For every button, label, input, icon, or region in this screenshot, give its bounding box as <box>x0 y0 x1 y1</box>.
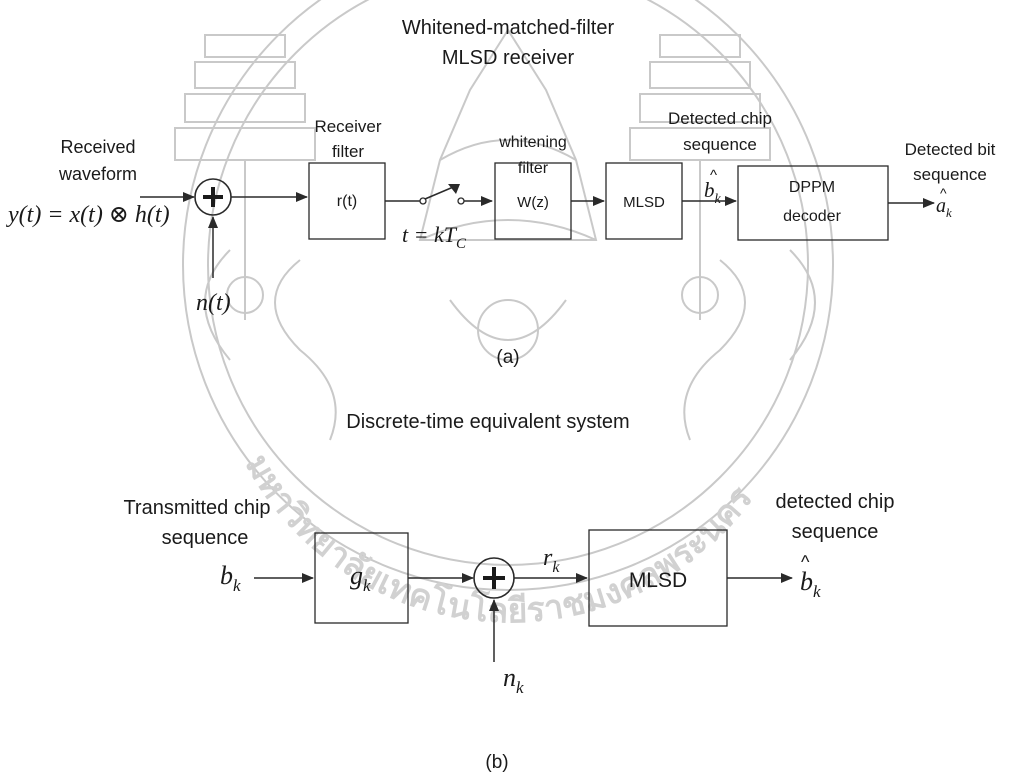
part-b-diagram: Discrete-time equivalent system Transmit… <box>123 411 894 773</box>
noise-label-b: nk <box>503 663 524 697</box>
dppm-decoder-label-line1: DPPM <box>789 179 835 196</box>
received-waveform-label-line1: Received <box>60 137 135 157</box>
mlsd-box-a-label: MLSD <box>623 194 665 211</box>
transmitted-chip-label-line1: Transmitted chip <box>123 497 270 519</box>
dppm-decoder-box <box>738 166 888 240</box>
detected-chip-b-label-line2: sequence <box>792 521 879 543</box>
output-chip-symbol: bk <box>800 567 821 601</box>
receiver-filter-label-line1: Receiver <box>314 117 381 136</box>
sampler-switch <box>385 184 492 204</box>
part-a-title-line1: Whitened-matched-filter <box>402 17 615 39</box>
noise-label-a: n(t) <box>196 290 231 316</box>
whitening-filter-label-line1: whitening <box>498 134 567 151</box>
detected-chip-label-line2: sequence <box>683 135 757 154</box>
receiver-filter-label-line2: filter <box>332 142 364 161</box>
detected-bit-symbol: ak <box>936 195 952 220</box>
university-seal-watermark: มหาวิทยาลัยเทคโนโลยีราชมงคลพระนคร <box>175 0 833 631</box>
caption-a: (a) <box>496 347 519 368</box>
input-chip-symbol: bk <box>220 561 241 595</box>
caption-b: (b) <box>485 752 508 773</box>
part-a-title-line2: MLSD receiver <box>442 47 575 69</box>
mlsd-box-b-label: MLSD <box>629 569 687 592</box>
received-sample-symbol: rk <box>543 545 560 576</box>
whitening-filter-box-label: W(z) <box>517 194 549 211</box>
received-waveform-label-line2: waveform <box>58 164 137 184</box>
transmitted-chip-label-line2: sequence <box>162 527 249 549</box>
detected-chip-label-line1: Detected chip <box>668 109 772 128</box>
part-b-title: Discrete-time equivalent system <box>346 411 629 433</box>
detected-bit-label-line2: sequence <box>913 165 987 184</box>
detected-chip-b-label-line1: detected chip <box>776 491 895 513</box>
part-a-diagram: Whitened-matched-filter MLSD receiver Re… <box>6 17 996 368</box>
detected-bit-label-line1: Detected bit <box>905 140 996 159</box>
chip-hat-icon: ^ <box>710 167 717 184</box>
receiver-filter-box-label: r(t) <box>337 193 357 210</box>
received-signal-equation: y(t) = x(t) ⊗ h(t) <box>6 202 170 228</box>
dppm-decoder-label-line2: decoder <box>783 208 841 225</box>
